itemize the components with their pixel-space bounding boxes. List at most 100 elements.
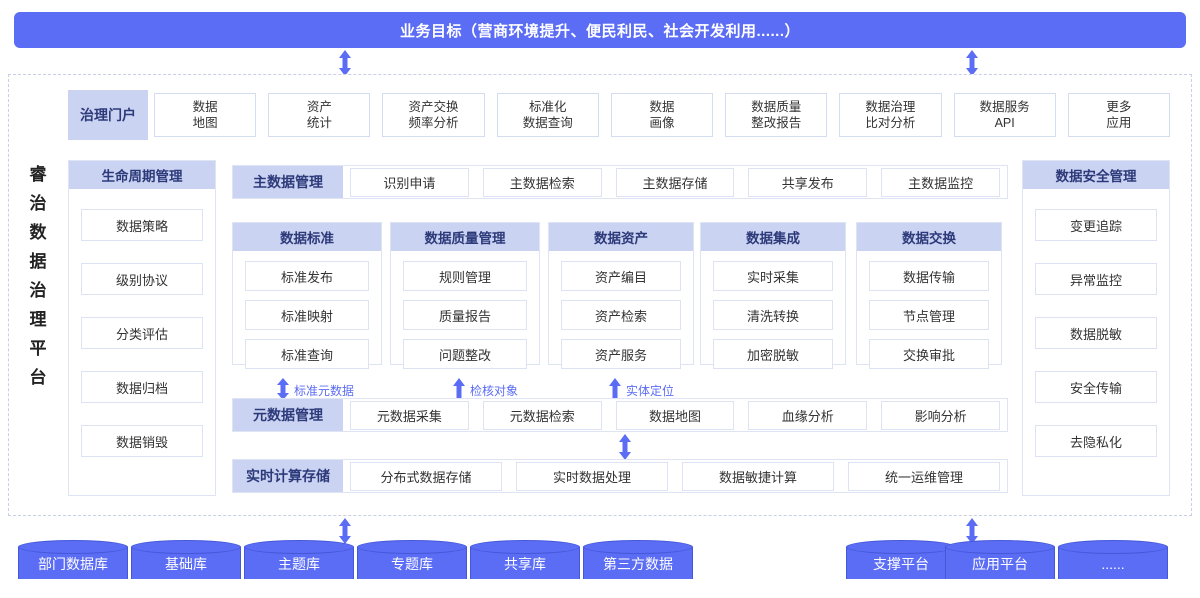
lifecycle-item[interactable]: 分类评估 [81, 317, 203, 349]
security-item-list: 变更追踪异常监控数据脱敏安全传输去隐私化 [1023, 189, 1169, 477]
capability-item-list: 数据传输节点管理交换审批 [857, 251, 1001, 388]
capability-column-title: 数据标准 [233, 223, 381, 251]
portal-card[interactable]: 数据质量整改报告 [725, 93, 828, 137]
capability-item[interactable]: 资产服务 [561, 339, 681, 369]
portal-card[interactable]: 数据地图 [154, 93, 257, 137]
lifecycle-item[interactable]: 数据归档 [81, 371, 203, 403]
capability-item[interactable]: 标准映射 [245, 300, 369, 330]
portal-card-line1: 标准化 [529, 100, 567, 114]
cylinder-top [357, 540, 467, 554]
metadata-item[interactable]: 血缘分析 [748, 400, 868, 430]
arrow-up-icon [608, 378, 622, 403]
portal-card-line2: 比对分析 [865, 116, 916, 130]
cylinder-top [244, 540, 354, 554]
source-database-cylinder[interactable]: 共享库 [470, 540, 580, 586]
source-database-cylinder[interactable]: 基础库 [131, 540, 241, 586]
compute-item[interactable]: 实时数据处理 [516, 461, 668, 491]
capability-item[interactable]: 数据传输 [869, 261, 989, 291]
cylinder-label: 共享库 [504, 556, 546, 572]
master-data-item[interactable]: 识别申请 [350, 167, 469, 197]
portal-card-list: 数据地图资产统计资产交换频率分析标准化数据查询数据画像数据质量整改报告数据治理比… [148, 90, 1176, 140]
security-item[interactable]: 变更追踪 [1035, 209, 1157, 241]
metadata-item-list: 元数据采集元数据检索数据地图血缘分析影响分析 [343, 399, 1007, 431]
business-goal-banner: 业务目标（营商环境提升、便民利民、社会开发利用......） [14, 12, 1186, 48]
metadata-item[interactable]: 数据地图 [615, 400, 735, 430]
portal-card-line1: 数据治理 [865, 100, 916, 114]
platform-cylinder[interactable]: 应用平台 [945, 540, 1055, 586]
lifecycle-item[interactable]: 数据销毁 [81, 425, 203, 457]
lifecycle-column-title: 生命周期管理 [69, 161, 215, 189]
master-data-item[interactable]: 主数据监控 [881, 167, 1000, 197]
capability-item[interactable]: 实时采集 [713, 261, 833, 291]
platform-title-text: 睿治数据治理平台 [20, 160, 56, 392]
platform-cylinder[interactable]: 支撑平台 [846, 540, 956, 586]
flow-note-label: 检核对象 [470, 384, 519, 398]
cylinder-top [945, 540, 1055, 554]
capability-item[interactable]: 规则管理 [403, 261, 527, 291]
source-database-cylinder[interactable]: 主题库 [244, 540, 354, 586]
arrow-platform-to-db-right [965, 518, 979, 544]
capability-column: 数据质量管理规则管理质量报告问题整改 [390, 222, 540, 369]
portal-card[interactable]: 标准化数据查询 [496, 93, 599, 137]
master-data-item[interactable]: 共享发布 [748, 167, 868, 197]
portal-card[interactable]: 数据治理比对分析 [839, 93, 942, 137]
metadata-item[interactable]: 影响分析 [881, 400, 1000, 430]
source-database-cylinder[interactable]: 专题库 [357, 540, 467, 586]
capability-item[interactable]: 加密脱敏 [713, 339, 833, 369]
platform-title-char: 睿 [29, 165, 47, 184]
source-database-cylinder[interactable]: 部门数据库 [18, 540, 128, 586]
capability-item[interactable]: 问题整改 [403, 339, 527, 369]
portal-card[interactable]: 资产交换频率分析 [382, 93, 485, 137]
metadata-item[interactable]: 元数据采集 [350, 400, 469, 430]
master-data-item[interactable]: 主数据存储 [615, 167, 735, 197]
compute-item[interactable]: 分布式数据存储 [350, 461, 502, 491]
capability-item[interactable]: 资产编目 [561, 261, 681, 291]
security-item[interactable]: 去隐私化 [1035, 425, 1157, 457]
arrow-metadata-to-compute [618, 434, 632, 460]
portal-card-line1: 数据服务 [979, 100, 1030, 114]
capability-item-list: 实时采集清洗转换加密脱敏 [701, 251, 845, 388]
portal-card[interactable]: 数据画像 [610, 93, 714, 137]
capability-item[interactable]: 标准发布 [245, 261, 369, 291]
portal-card-line2: 数据查询 [522, 116, 573, 130]
flow-note: 标准元数据 [276, 378, 354, 403]
lifecycle-management-column: 生命周期管理 数据策略级别协议分类评估数据归档数据销毁 [68, 160, 216, 496]
platform-title-char: 理 [29, 310, 47, 329]
security-item[interactable]: 安全传输 [1035, 371, 1157, 403]
capability-item[interactable]: 交换审批 [869, 339, 989, 369]
arrow-banner-to-portal-left [338, 50, 352, 76]
arrow-up-icon [452, 378, 466, 403]
lifecycle-item[interactable]: 级别协议 [81, 263, 203, 295]
cylinder-label: 主题库 [278, 556, 320, 572]
portal-card-line1: 数据 [649, 100, 675, 114]
cylinder-top [1058, 540, 1168, 554]
portal-card-line2: 整改报告 [751, 116, 802, 130]
metadata-item[interactable]: 元数据检索 [482, 400, 602, 430]
compute-item[interactable]: 统一运维管理 [848, 461, 1000, 491]
cylinder-top [131, 540, 241, 554]
cylinder-label: 应用平台 [972, 556, 1028, 572]
portal-card[interactable]: 更多应用 [1067, 93, 1170, 137]
lifecycle-item[interactable]: 数据策略 [81, 209, 203, 241]
platform-cylinder[interactable]: ...... [1058, 540, 1168, 586]
portal-card-line2: 地图 [192, 116, 218, 130]
source-database-cylinder[interactable]: 第三方数据 [583, 540, 693, 586]
cylinder-label: 部门数据库 [38, 556, 108, 572]
platform-title-char: 数 [29, 223, 47, 242]
capability-item[interactable]: 质量报告 [403, 300, 527, 330]
capability-item[interactable]: 标准查询 [245, 339, 369, 369]
portal-card-line2: 频率分析 [408, 116, 459, 130]
security-item[interactable]: 异常监控 [1035, 263, 1157, 295]
compute-item[interactable]: 数据敏捷计算 [682, 461, 834, 491]
security-item[interactable]: 数据脱敏 [1035, 317, 1157, 349]
capability-item[interactable]: 节点管理 [869, 300, 989, 330]
capability-item[interactable]: 清洗转换 [713, 300, 833, 330]
flow-note: 检核对象 [452, 378, 518, 403]
capability-item[interactable]: 资产检索 [561, 300, 681, 330]
portal-card[interactable]: 资产统计 [268, 93, 371, 137]
portal-card-line1: 数据质量 [751, 100, 802, 114]
metadata-label: 元数据管理 [233, 399, 343, 431]
compute-label: 实时计算存储 [233, 460, 343, 492]
master-data-item[interactable]: 主数据检索 [482, 167, 602, 197]
